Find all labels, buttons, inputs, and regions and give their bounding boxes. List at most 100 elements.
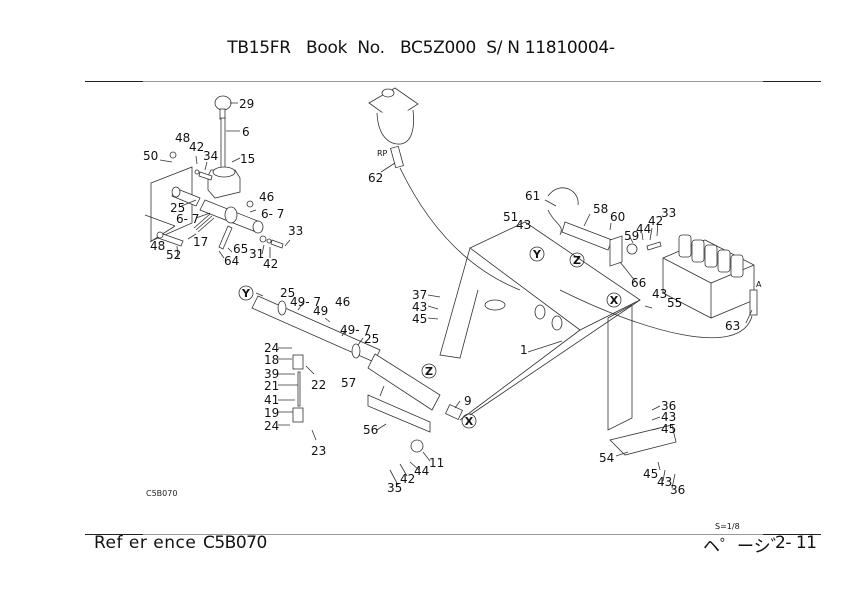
lever-knob xyxy=(214,95,232,111)
bolt-33 xyxy=(270,239,284,249)
collar xyxy=(224,206,238,224)
frame-extension xyxy=(459,299,641,421)
spring xyxy=(193,213,215,233)
port-label-rp: RP xyxy=(377,149,388,158)
footer-rule xyxy=(85,534,821,535)
callout-34: 34 xyxy=(203,149,218,163)
main-frame xyxy=(439,221,677,456)
callout-36: 36 xyxy=(670,483,685,497)
view-ref-x-left xyxy=(461,413,477,429)
bushing-9 xyxy=(445,403,463,421)
callout-19: 19 xyxy=(264,406,279,420)
footer-rule-right-mark xyxy=(763,534,821,535)
switch-58 xyxy=(561,221,613,251)
callout-58: 58 xyxy=(593,202,608,216)
hose-61 xyxy=(547,187,579,236)
bracket-66 xyxy=(609,235,623,267)
washer-42 xyxy=(266,238,272,244)
callout-25: 25 xyxy=(170,201,185,215)
washer-42-top xyxy=(194,169,200,175)
leader-lines xyxy=(159,102,753,489)
callout-63: 63 xyxy=(725,319,740,333)
view-ref-x-right xyxy=(606,292,622,308)
view-ref-y-left xyxy=(238,285,254,301)
hose-rp xyxy=(399,167,521,291)
callout-15: 15 xyxy=(240,152,255,166)
clevis-19 xyxy=(292,407,304,423)
callout-61: 61 xyxy=(525,189,540,203)
pressure-switch-group xyxy=(547,187,662,267)
frame-boss-2 xyxy=(551,315,563,331)
footer-rule-left-mark xyxy=(85,534,143,535)
clevis-18 xyxy=(292,354,304,370)
collar-25-right xyxy=(351,343,361,359)
callout-31: 31 xyxy=(249,247,264,261)
view-ref-x-right-label: X xyxy=(610,294,619,307)
callout-6-7: 6- 7 xyxy=(261,207,284,221)
callout-18: 18 xyxy=(264,353,279,367)
callout-24: 24 xyxy=(264,419,279,433)
valve-body xyxy=(376,109,414,145)
remote-valve xyxy=(368,87,521,291)
spool-4 xyxy=(717,249,731,273)
bolt-34 xyxy=(198,171,213,181)
frame-boss-1 xyxy=(534,304,546,320)
callout-9: 9 xyxy=(464,394,472,408)
callout-45: 45 xyxy=(661,422,676,436)
callout-17: 17 xyxy=(193,235,208,249)
view-ref-z-left xyxy=(421,363,437,379)
bolt-64 xyxy=(218,225,233,250)
callout-55: 55 xyxy=(667,296,682,310)
callout-50: 50 xyxy=(143,149,158,163)
callout-25: 25 xyxy=(280,286,295,300)
spool-2 xyxy=(691,239,705,263)
view-ref-y-right-label: Y xyxy=(532,248,542,261)
callout-62: 62 xyxy=(368,171,383,185)
shaft-z xyxy=(367,353,441,411)
valve-fitting xyxy=(390,145,404,169)
spool-1 xyxy=(678,234,692,258)
callout-45: 45 xyxy=(643,467,658,481)
frame-hole xyxy=(484,299,506,311)
callout-25: 25 xyxy=(364,332,379,346)
reference-label: Ref er ence xyxy=(94,533,197,553)
view-ref-x-left-label: X xyxy=(465,415,474,428)
callout-46: 46 xyxy=(259,190,274,204)
collar-25-left xyxy=(277,300,287,316)
callout-36: 36 xyxy=(661,399,676,413)
callout-42: 42 xyxy=(400,472,415,486)
nut-48 xyxy=(156,231,164,239)
callout-45: 45 xyxy=(412,312,427,326)
page-label: ヘ゜ーシ゛ xyxy=(703,537,788,557)
callout-56: 56 xyxy=(363,423,378,437)
linkage-y xyxy=(251,295,463,453)
callout-48: 48 xyxy=(175,131,190,145)
lever-rod xyxy=(220,117,226,169)
callout-49-7: 49- 7 xyxy=(340,323,371,337)
callout-22: 22 xyxy=(311,378,326,392)
callout-44: 44 xyxy=(414,464,429,478)
bracket-54 xyxy=(609,424,677,456)
control-lever-assembly xyxy=(144,95,284,250)
callout-42: 42 xyxy=(189,140,204,154)
washer-31 xyxy=(259,235,267,243)
callout-43: 43 xyxy=(661,410,676,424)
header-rule-right-mark xyxy=(763,81,821,82)
port-label-a: A xyxy=(756,280,762,289)
grease-fitting-46 xyxy=(246,200,254,208)
nut-48-top xyxy=(169,151,177,159)
shaft-end xyxy=(171,186,181,198)
view-ref-z-left-label: Z xyxy=(425,365,433,378)
valve-block xyxy=(559,234,758,339)
callout-21: 21 xyxy=(264,379,279,393)
callout-66: 66 xyxy=(631,276,646,290)
washer-11 xyxy=(410,439,424,453)
callout-labels: 29 6 48 42 50 34 15 46 25 6- 7 6- 7 33 1… xyxy=(143,97,740,497)
bolt-33-right xyxy=(646,241,662,251)
callout-59: 59 xyxy=(624,229,639,243)
knob-neck xyxy=(219,108,226,120)
callout-33: 33 xyxy=(288,224,303,238)
callout-29: 29 xyxy=(239,97,254,111)
callout-33: 33 xyxy=(661,206,676,220)
